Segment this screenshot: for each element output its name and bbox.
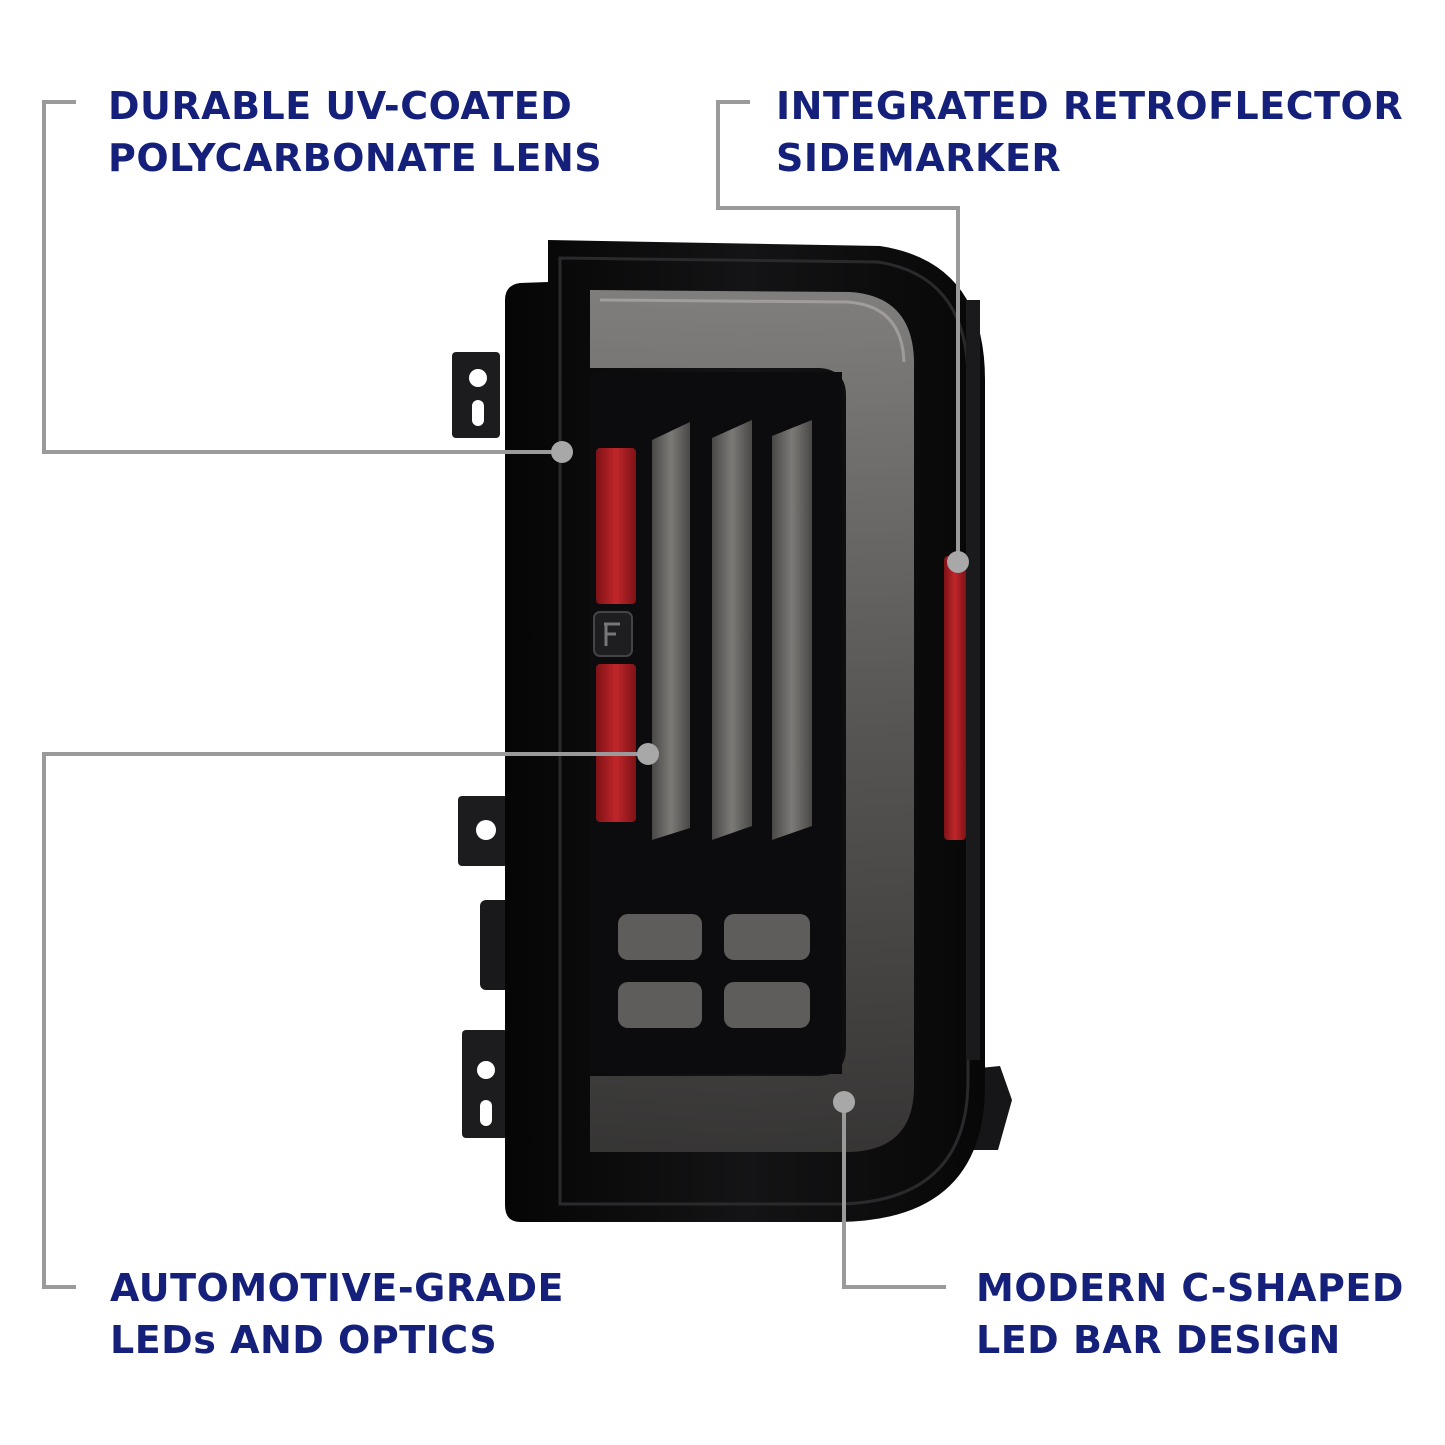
callout-leds: AUTOMOTIVE-GRADE LEDs AND OPTICS [110, 1262, 564, 1366]
callout-retroflector-line1: INTEGRATED RETROFLECTOR [776, 84, 1404, 128]
callout-lens-line2: POLYCARBONATE LENS [108, 136, 603, 180]
red-reflector-upper [596, 448, 636, 604]
leader-dot-icon [833, 1091, 855, 1113]
callout-cbar-line1: MODERN C-SHAPED [976, 1266, 1404, 1310]
leader-dot-icon [947, 551, 969, 573]
led-module-3 [618, 982, 702, 1028]
leader-dot-icon [637, 743, 659, 765]
leader-dot-icon [551, 441, 573, 463]
callout-cbar-line2: LED BAR DESIGN [976, 1318, 1341, 1362]
callout-lens-line1: DURABLE UV-COATED [108, 84, 573, 128]
callout-retroflector: INTEGRATED RETROFLECTOR SIDEMARKER [776, 80, 1403, 184]
callout-retroflector-line2: SIDEMARKER [776, 136, 1062, 180]
mounting-bracket-top [452, 352, 500, 438]
leader-lines [42, 100, 960, 1289]
c-shaped-led-bar [590, 290, 914, 1152]
callout-leds-line1: AUTOMOTIVE-GRADE [110, 1266, 564, 1310]
mounting-bracket-bottom [462, 1030, 508, 1138]
retroflector-sidemarker [944, 556, 966, 840]
led-strip-right [772, 420, 812, 840]
callout-cbar: MODERN C-SHAPED LED BAR DESIGN [976, 1262, 1404, 1366]
mounting-bracket-middle [458, 796, 508, 866]
callout-lens: DURABLE UV-COATED POLYCARBONATE LENS [108, 80, 602, 184]
callout-leds-line2: LEDs AND OPTICS [110, 1318, 498, 1362]
led-module-2 [724, 914, 810, 960]
red-reflector-lower [596, 664, 636, 822]
led-module-1 [618, 914, 702, 960]
led-strip-center [712, 420, 752, 840]
led-module-4 [724, 982, 810, 1028]
led-strip-left [652, 422, 690, 840]
